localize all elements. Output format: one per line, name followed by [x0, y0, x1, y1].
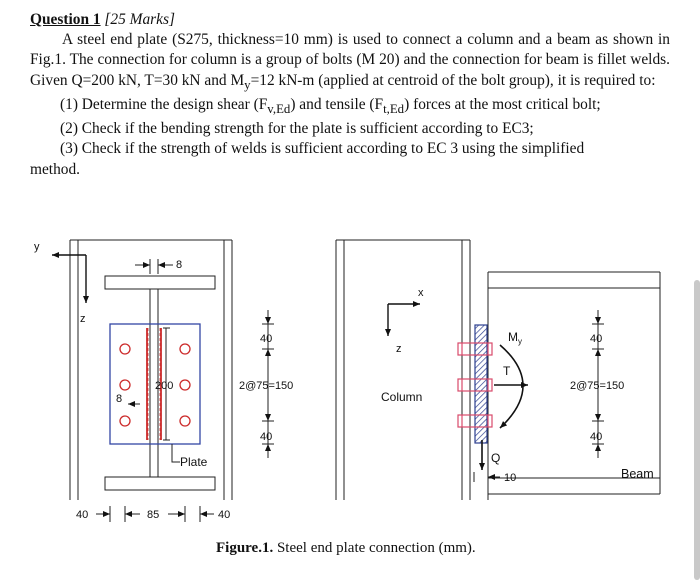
plate-label: Plate [180, 455, 208, 469]
t-label: T [503, 364, 511, 378]
question-marks: [25 Marks] [104, 11, 175, 28]
axis-z-label-right: z [396, 343, 402, 355]
dim-10: 10 [504, 472, 516, 484]
dim-8-top: 8 [176, 259, 182, 271]
page-scrollbar[interactable] [694, 280, 700, 580]
dim-spacing-right: 2@75=150 [570, 380, 624, 392]
dim-bottom-40b: 40 [218, 509, 230, 521]
dim-200: 200 [155, 380, 173, 392]
dim-8-side: 8 [116, 393, 122, 405]
question-text: Question 1 [25 Marks] A steel end plate … [30, 10, 670, 180]
dim-40-bottom-left: 40 [260, 431, 272, 443]
beam-label: Beam [621, 467, 654, 481]
left-view-labels: y z 8 200 8 Plate 40 2@75=150 40 40 85 4… [34, 241, 293, 521]
axis-z-label: z [80, 313, 86, 325]
left-view [52, 239, 274, 522]
dim-bottom-40a: 40 [76, 509, 88, 521]
dim-40-bottom-right: 40 [590, 431, 602, 443]
axis-y-label: y [34, 241, 40, 253]
question-intro: A steel end plate (S275, thickness=10 mm… [30, 31, 670, 92]
question-item-3-cont: method. [30, 160, 81, 178]
axis-x-label: x [418, 287, 424, 299]
column-label: Column [381, 390, 422, 404]
question-item-3: (3) Check if the strength of welds is su… [60, 140, 585, 158]
question-header: Question 1 [25 Marks] [30, 10, 670, 30]
q-label: Q [491, 451, 500, 465]
dim-spacing-left: 2@75=150 [239, 380, 293, 392]
question-title: Question 1 [30, 11, 101, 28]
my-label: My [508, 330, 522, 346]
right-view [335, 239, 661, 500]
question-item-2: (2) Check if the bending strength for th… [60, 120, 534, 138]
dim-bottom-85: 85 [147, 509, 159, 521]
right-view-labels: x z Column My T Q 10 40 2@75=150 40 Beam [381, 287, 654, 484]
figure-caption: Figure.1. Steel end plate connection (mm… [216, 540, 476, 556]
question-item-1: (1) Determine the design shear (Fv,Ed) a… [60, 95, 601, 116]
dim-40-top-right: 40 [590, 333, 602, 345]
dim-40-top-left: 40 [260, 333, 272, 345]
